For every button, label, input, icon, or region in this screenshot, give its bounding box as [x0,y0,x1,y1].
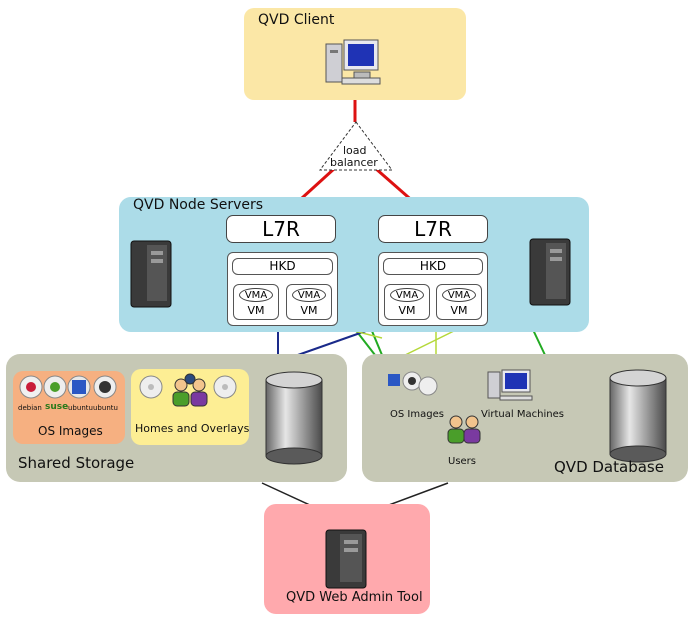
virtual-machines-label: Virtual Machines [481,409,564,420]
qvd-client-box: QVD Client [244,8,466,100]
users-icon [447,415,481,444]
distro-debian: debian [18,404,42,412]
hkd-panel-1: HKD VMA VM VMA VM [227,252,338,326]
os-images-box: debian suse ubuntu ubuntu OS Images [13,371,125,444]
vm-box-1a: VMA VM [233,284,279,320]
node-servers-title: QVD Node Servers [133,197,264,213]
qvd-database-title: QVD Database [554,458,664,476]
homes-overlays-label: Homes and Overlays [135,422,250,435]
distro-ubuntu-2: ubuntu [93,404,118,412]
vm-box-2b: VMA VM [436,284,482,320]
qvd-database-box: OS Images Virtual Machines Users QVD Dat… [362,354,688,482]
users-disks-icon [139,373,237,407]
virtual-machines-icon [487,369,533,401]
vma-label: VMA [239,288,273,302]
db-os-images-icon [388,371,438,396]
vm-label: VM [247,304,265,317]
node-servers-box: QVD Node Servers [119,197,589,332]
vm-label: VM [300,304,318,317]
load-balancer-icon [319,121,393,171]
storage-database-icon [265,371,323,465]
hkd-label-1: HKD [232,258,333,275]
load-balancer-label-1: load [343,144,367,157]
distro-ubuntu-1: ubuntu [68,404,93,412]
vma-label: VMA [390,288,424,302]
admin-server-icon [325,529,367,589]
right-server-icon [529,238,571,306]
qvd-client-title: QVD Client [258,12,335,28]
vma-label: VMA [292,288,326,302]
db-os-images-label: OS Images [390,409,444,420]
users-label: Users [448,456,477,467]
left-server-icon [130,240,172,308]
vm-box-1b: VMA VM [286,284,332,320]
computer-icon [325,39,381,85]
l7r-node-2: L7R [378,215,488,243]
admin-tool-title: QVD Web Admin Tool [286,590,423,605]
load-balancer-label-2: balancer [330,156,378,169]
vma-label: VMA [442,288,476,302]
vm-box-2a: VMA VM [384,284,430,320]
hkd-panel-2: HKD VMA VM VMA VM [378,252,488,326]
os-images-label: OS Images [38,424,103,438]
hkd-label-2: HKD [383,258,483,275]
admin-tool-box: QVD Web Admin Tool [264,504,430,614]
shared-storage-title: Shared Storage [18,454,135,472]
database-cylinder-icon [609,369,667,463]
vm-label: VM [450,304,468,317]
vm-label: VM [398,304,416,317]
homes-overlays-box: Homes and Overlays [131,369,249,445]
l7r-node-1: L7R [226,215,336,243]
distro-suse: suse [45,402,69,412]
distro-icons [19,375,117,399]
